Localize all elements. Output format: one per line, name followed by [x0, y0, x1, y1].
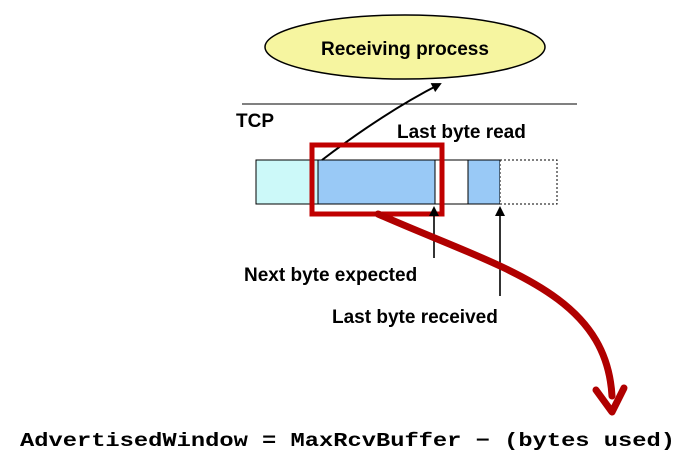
next-byte-expected-label: Next byte expected: [244, 265, 417, 286]
last-byte-received-label: Last byte received: [332, 307, 498, 328]
buffer-read-segment: [255, 159, 319, 205]
read-arrow: [321, 83, 442, 161]
buffer-in-order-data-segment: [317, 159, 436, 205]
last-byte-read-label: Last byte read: [397, 122, 526, 143]
receiving-process-ellipse: [264, 14, 546, 80]
advertised-window-formula: AdvertisedWindow = MaxRcvBuffer − (bytes…: [20, 430, 675, 452]
receive-buffer: [255, 159, 558, 205]
buffer-free-space-segment: [499, 159, 558, 205]
tcp-label: TCP: [236, 111, 274, 132]
receiving-process-label: Receiving process: [321, 39, 489, 60]
window-to-formula-arrow: [374, 210, 628, 416]
buffer-out-of-order-segment: [467, 159, 501, 205]
receiving-process-node: Receiving process: [264, 14, 546, 80]
